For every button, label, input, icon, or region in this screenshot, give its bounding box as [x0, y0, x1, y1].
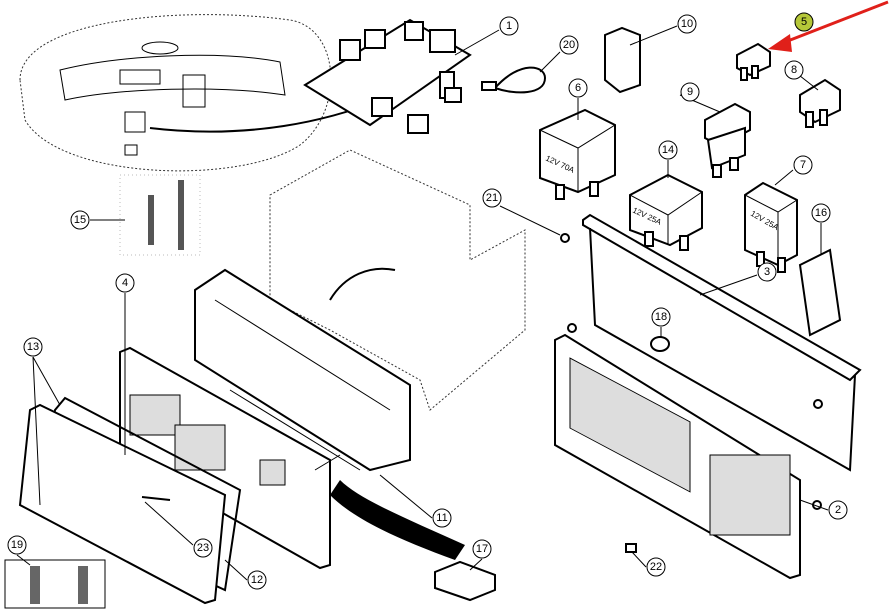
svg-text:21: 21 [486, 192, 498, 204]
callout-1[interactable]: 1 [499, 16, 519, 36]
svg-text:19: 19 [11, 539, 23, 551]
callout-3[interactable]: 3 [757, 262, 777, 282]
part-1-circuit-board [303, 18, 472, 134]
fuse-panel-board [119, 346, 331, 570]
svg-text:8: 8 [791, 64, 797, 76]
svg-text:7: 7 [800, 159, 806, 171]
svg-text:20: 20 [563, 39, 575, 51]
part-17-grommet [434, 560, 496, 602]
callout-14[interactable]: 14 [658, 140, 678, 160]
detail-view-dashboard [19, 14, 332, 172]
svg-text:17: 17 [476, 543, 488, 555]
callout-15[interactable]: 15 [70, 210, 90, 230]
part-6-relay: 12V 70A [539, 108, 616, 200]
callout-6[interactable]: 6 [568, 78, 588, 98]
callout-4[interactable]: 4 [115, 273, 135, 293]
callout-7[interactable]: 7 [793, 155, 813, 175]
part-10-fuse-puller [604, 26, 641, 94]
part-7-relay: 12V 25A [744, 181, 798, 273]
callout-23[interactable]: 23 [193, 538, 213, 558]
svg-text:6: 6 [575, 82, 581, 94]
part-15-fuse-legend [119, 174, 201, 256]
part-20-wire-connector [481, 66, 547, 94]
svg-text:4: 4 [122, 277, 128, 289]
svg-text:1: 1 [506, 20, 512, 32]
part-2-fuse-panel [554, 333, 801, 580]
callout-22[interactable]: 22 [646, 557, 666, 577]
callout-2[interactable]: 2 [828, 500, 848, 520]
svg-text:13: 13 [27, 341, 39, 353]
svg-text:22: 22 [650, 561, 662, 573]
svg-text:16: 16 [815, 207, 827, 219]
callout-9[interactable]: 9 [680, 82, 700, 102]
callout-5[interactable]: 5 [794, 12, 814, 32]
svg-text:14: 14 [662, 144, 674, 156]
svg-text:2: 2 [835, 504, 841, 516]
svg-text:15: 15 [74, 214, 86, 226]
part-19-label-sticker [4, 559, 106, 609]
svg-text:5: 5 [801, 16, 807, 28]
part-5-fuse [736, 42, 771, 81]
leader-lines [16, 25, 829, 581]
part-3-frame [582, 213, 862, 472]
callout-13[interactable]: 13 [23, 337, 43, 357]
callout-8[interactable]: 8 [784, 60, 804, 80]
svg-text:3: 3 [764, 266, 770, 278]
part-14-relay: 12V 25A [629, 173, 703, 251]
part-12-cover [18, 403, 227, 605]
part-18-bolt [650, 336, 670, 352]
svg-text:23: 23 [197, 542, 209, 554]
callout-19[interactable]: 19 [7, 535, 27, 555]
callout-18[interactable]: 18 [651, 307, 671, 327]
callout-16[interactable]: 16 [811, 203, 831, 223]
part-8-fuse [799, 78, 841, 128]
callout-12[interactable]: 12 [247, 570, 267, 590]
svg-text:10: 10 [681, 18, 693, 30]
svg-text:18: 18 [655, 311, 667, 323]
part-9-fuse [704, 102, 751, 178]
screws [560, 233, 823, 510]
callout-11[interactable]: 11 [432, 508, 452, 528]
part-16-label-card [798, 248, 842, 337]
wire-harness [330, 480, 465, 560]
callout-21[interactable]: 21 [482, 188, 502, 208]
callout-20[interactable]: 20 [559, 35, 579, 55]
part-22-clip [625, 543, 637, 553]
svg-text:12: 12 [251, 574, 263, 586]
svg-text:9: 9 [687, 86, 693, 98]
callout-17[interactable]: 17 [472, 539, 492, 559]
callout-10[interactable]: 10 [677, 14, 697, 34]
svg-text:11: 11 [436, 512, 447, 524]
highlight-arrow [768, 0, 889, 52]
part-4-housing [194, 268, 411, 472]
vehicle-mount-outline [269, 149, 526, 411]
